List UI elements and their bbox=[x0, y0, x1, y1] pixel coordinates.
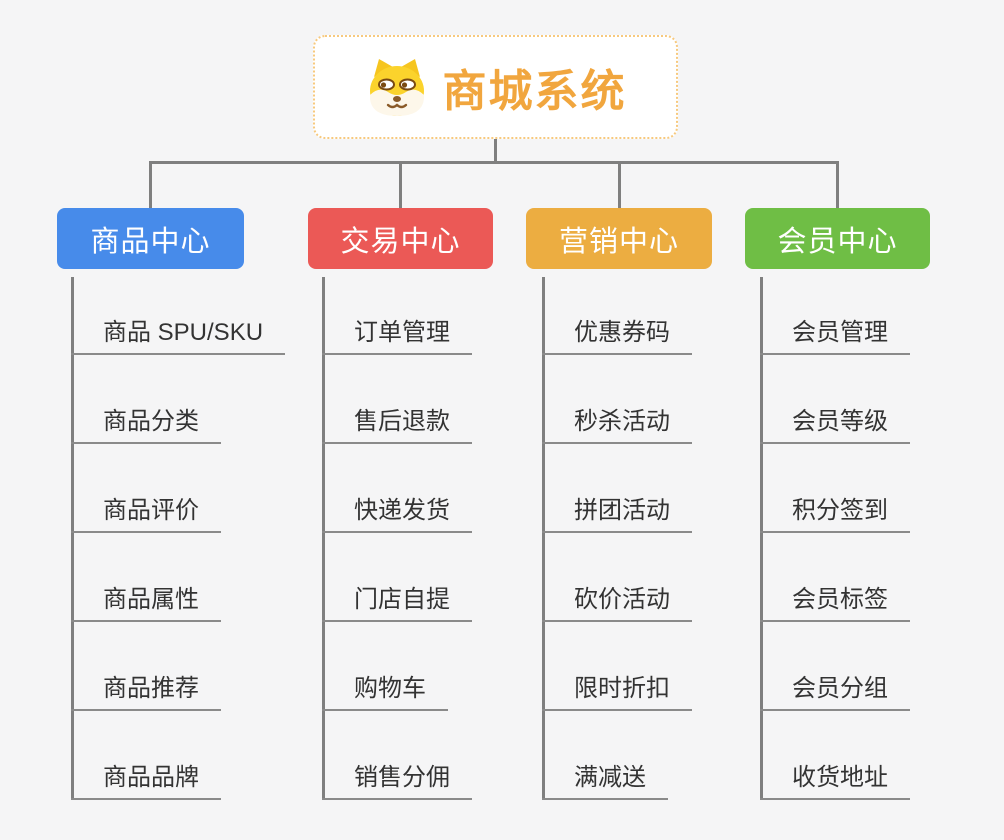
branch-marketing-center[interactable]: 营销中心 bbox=[526, 208, 712, 269]
child-node-aftersale-refund[interactable]: 售后退款 bbox=[322, 408, 472, 444]
child-node-member-management[interactable]: 会员管理 bbox=[760, 319, 910, 355]
connector-horizontal-bar bbox=[149, 161, 839, 164]
connector-drop-marketing bbox=[618, 163, 621, 208]
child-node-member-tag[interactable]: 会员标签 bbox=[760, 586, 910, 622]
child-node-product-brand[interactable]: 商品品牌 bbox=[71, 764, 221, 800]
child-node-spend-save[interactable]: 满减送 bbox=[542, 764, 668, 800]
child-node-group-buy[interactable]: 拼团活动 bbox=[542, 497, 692, 533]
branch-trade-center[interactable]: 交易中心 bbox=[308, 208, 493, 269]
connector-children-marketing bbox=[542, 277, 545, 800]
child-node-order-management[interactable]: 订单管理 bbox=[322, 319, 472, 355]
shiba-dog-icon bbox=[365, 55, 429, 119]
child-node-product-recommend[interactable]: 商品推荐 bbox=[71, 675, 221, 711]
child-node-points-checkin[interactable]: 积分签到 bbox=[760, 497, 910, 533]
child-node-product-attribute[interactable]: 商品属性 bbox=[71, 586, 221, 622]
child-node-member-level[interactable]: 会员等级 bbox=[760, 408, 910, 444]
branch-product-center[interactable]: 商品中心 bbox=[57, 208, 244, 269]
child-node-shopping-cart[interactable]: 购物车 bbox=[322, 675, 448, 711]
connector-drop-trade bbox=[399, 163, 402, 208]
root-node[interactable]: 商城系统 bbox=[313, 35, 678, 139]
child-node-store-pickup[interactable]: 门店自提 bbox=[322, 586, 472, 622]
child-node-sales-commission[interactable]: 销售分佣 bbox=[322, 764, 472, 800]
connector-children-trade bbox=[322, 277, 325, 800]
child-node-shipping-address[interactable]: 收货地址 bbox=[760, 764, 910, 800]
child-node-bargain-activity[interactable]: 砍价活动 bbox=[542, 586, 692, 622]
connector-children-member bbox=[760, 277, 763, 800]
child-node-product-review[interactable]: 商品评价 bbox=[71, 497, 221, 533]
connector-root-trunk bbox=[494, 138, 497, 164]
child-node-express-shipping[interactable]: 快递发货 bbox=[322, 497, 472, 533]
branch-member-center[interactable]: 会员中心 bbox=[745, 208, 930, 269]
child-node-product-category[interactable]: 商品分类 bbox=[71, 408, 221, 444]
child-node-coupon-code[interactable]: 优惠券码 bbox=[542, 319, 692, 355]
connector-drop-member bbox=[836, 163, 839, 208]
child-node-time-discount[interactable]: 限时折扣 bbox=[542, 675, 692, 711]
child-node-flash-sale[interactable]: 秒杀活动 bbox=[542, 408, 692, 444]
child-node-product-spu-sku[interactable]: 商品 SPU/SKU bbox=[71, 319, 286, 355]
connector-children-product bbox=[71, 277, 74, 800]
child-node-member-group[interactable]: 会员分组 bbox=[760, 675, 910, 711]
root-label: 商城系统 bbox=[442, 67, 627, 116]
connector-drop-product bbox=[149, 163, 152, 208]
